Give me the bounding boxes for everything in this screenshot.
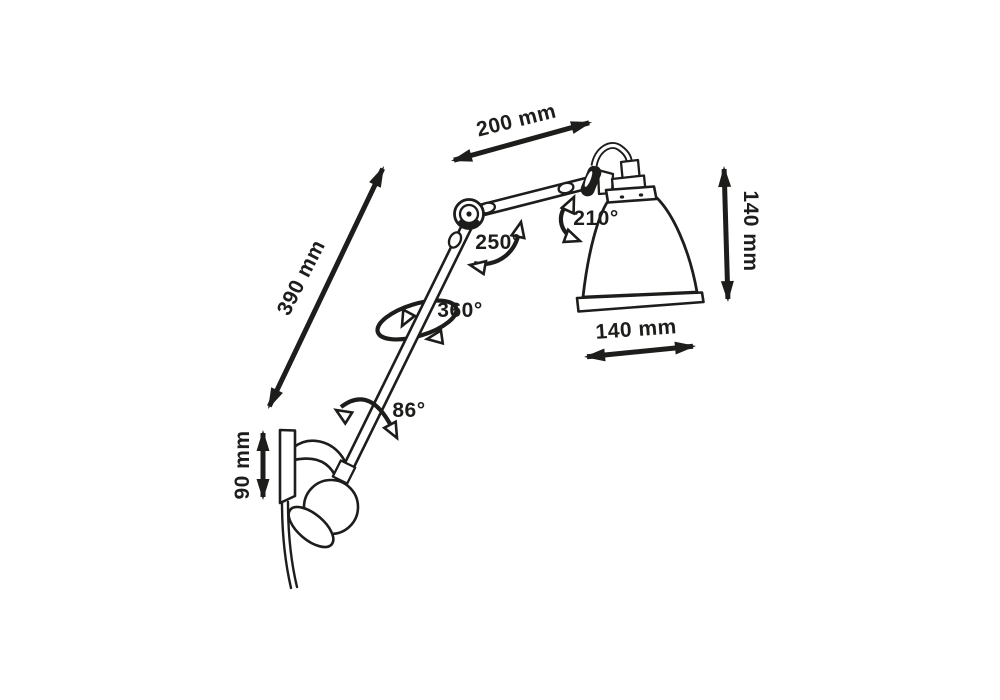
arm-collar — [331, 459, 357, 485]
mount-lever — [287, 505, 335, 549]
dimension-arrows — [256, 120, 734, 500]
elbow-joint — [447, 198, 485, 249]
dim-arrow-upper-arm — [451, 120, 592, 163]
pulley-axle — [466, 211, 472, 217]
label-shade-width: 140 mm — [595, 315, 678, 344]
label-shade-height: 140 mm — [739, 190, 762, 271]
head-cable-loop-inner — [592, 143, 631, 167]
dim-arrow-shade-height — [718, 166, 734, 302]
label-elbow-angle: 250° — [475, 231, 520, 254]
dim-arrow-shade-width — [584, 341, 696, 362]
label-wall-mount-height: 90 mm — [231, 430, 254, 499]
arc-arrowhead-icon — [562, 228, 584, 249]
clevis-rivet — [447, 231, 463, 249]
label-wall-joint-angle: 86° — [392, 399, 425, 422]
pivot-highlight — [584, 171, 593, 187]
head-pivot — [580, 165, 602, 197]
angle-arcs — [331, 192, 584, 443]
pulley-shading — [457, 219, 481, 228]
dim-arrow-lower-arm — [267, 165, 385, 410]
collar-screw — [638, 193, 644, 197]
wall-mount — [278, 428, 360, 590]
label-rotation-angle: 360° — [437, 299, 482, 322]
shade-rim — [575, 291, 705, 313]
lower-arm-tube — [342, 222, 473, 472]
shade-collar — [604, 185, 658, 204]
arc-arrowhead-icon — [382, 420, 405, 443]
lamp-shade — [575, 185, 705, 313]
wall-plate — [278, 428, 297, 505]
label-shade-angle: 210° — [573, 207, 618, 230]
label-lower-arm-length: 390 mm — [273, 236, 330, 319]
power-cable — [280, 500, 293, 590]
lower-arm — [331, 222, 473, 485]
arm-rivet — [557, 181, 575, 195]
collar-screw — [619, 195, 625, 199]
arc-arrowhead-icon — [467, 257, 488, 276]
